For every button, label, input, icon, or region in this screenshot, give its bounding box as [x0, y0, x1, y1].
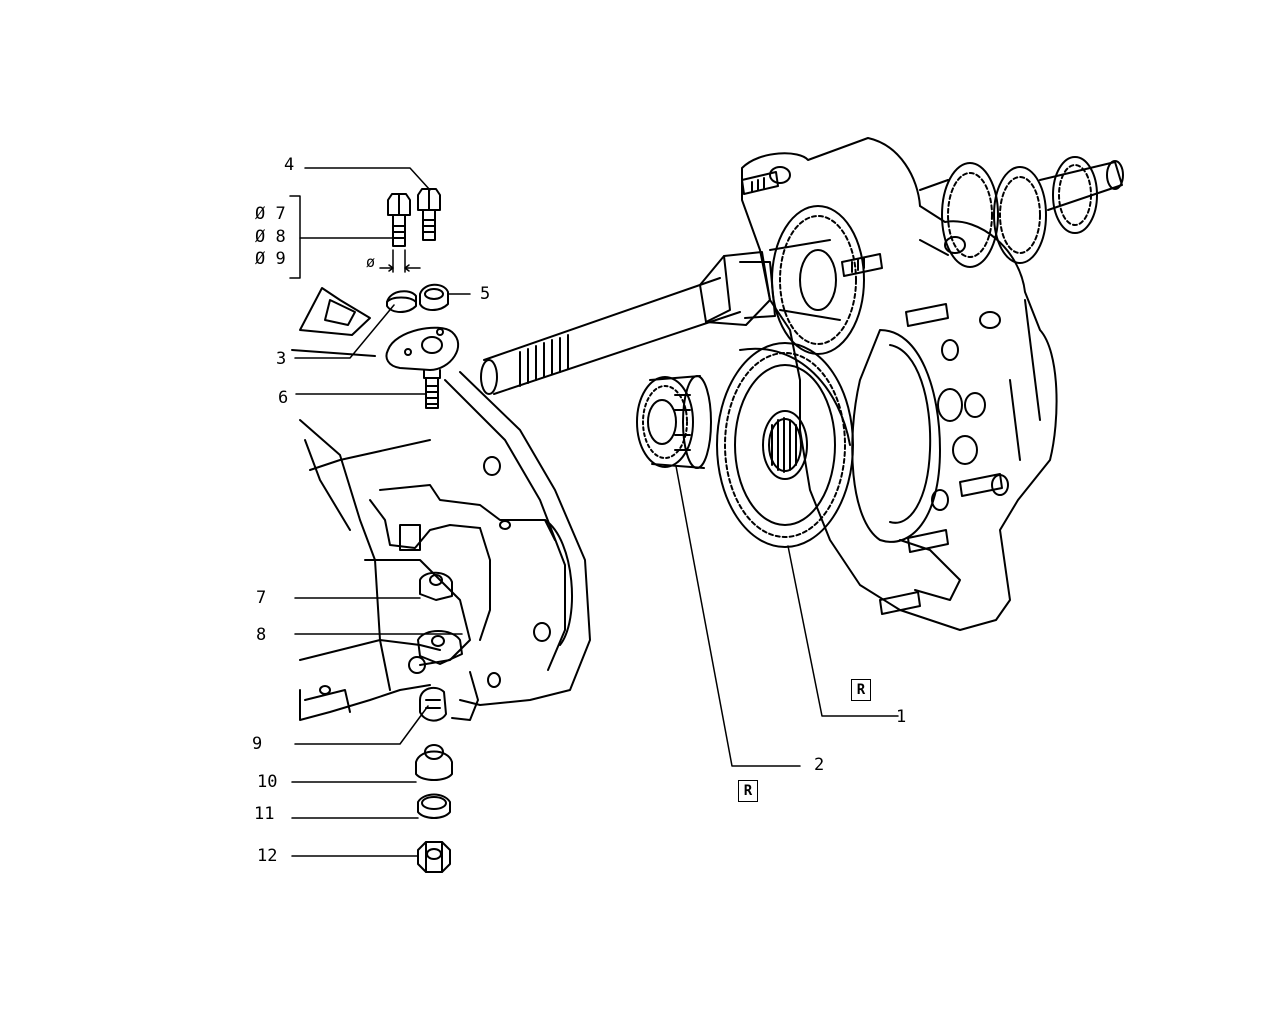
callout-1: 1	[896, 707, 907, 727]
hex-nut	[418, 842, 450, 872]
clamp-plate	[387, 328, 459, 370]
stud-bolt	[424, 370, 440, 408]
diameter-dimension	[380, 250, 420, 272]
spring-clip	[420, 688, 446, 721]
bushings	[387, 285, 448, 312]
main-shaft	[481, 252, 775, 394]
callout-10: 10	[257, 772, 278, 792]
callout-12: 12	[257, 846, 278, 866]
callout-2: 2	[814, 755, 825, 775]
plate-studs	[742, 172, 1002, 614]
cluster-gears	[920, 157, 1123, 267]
gearbox-housing	[292, 288, 590, 720]
lock-plate	[420, 573, 452, 600]
callout-7: 7	[256, 588, 267, 608]
callout-4: 4	[284, 155, 295, 175]
callout-5: 5	[480, 284, 491, 304]
callout-11: 11	[254, 804, 275, 824]
tab-washer	[418, 631, 462, 664]
diameter-option-8: Ø 8	[255, 227, 286, 247]
diameter-option-9: Ø 9	[255, 249, 286, 269]
callout-8: 8	[256, 625, 267, 645]
diameter-option-7: Ø 7	[255, 204, 286, 224]
dimension-symbol: ø	[366, 253, 376, 271]
adjusting-bolts	[388, 189, 440, 246]
diameter-bracket	[290, 196, 300, 278]
large-driven-gear	[717, 343, 853, 547]
callout-6: 6	[278, 388, 289, 408]
synchro-hub	[637, 376, 711, 468]
callout-9: 9	[252, 734, 263, 754]
cap-nut	[416, 745, 452, 780]
upper-gear	[770, 206, 864, 354]
transmission-end-plate	[742, 138, 1057, 630]
leader-lines	[292, 168, 898, 856]
callout-3: 3	[276, 349, 287, 369]
replacement-marker-part-2: R	[738, 780, 758, 802]
replacement-marker-part-1: R	[851, 679, 871, 701]
washer	[418, 795, 450, 819]
